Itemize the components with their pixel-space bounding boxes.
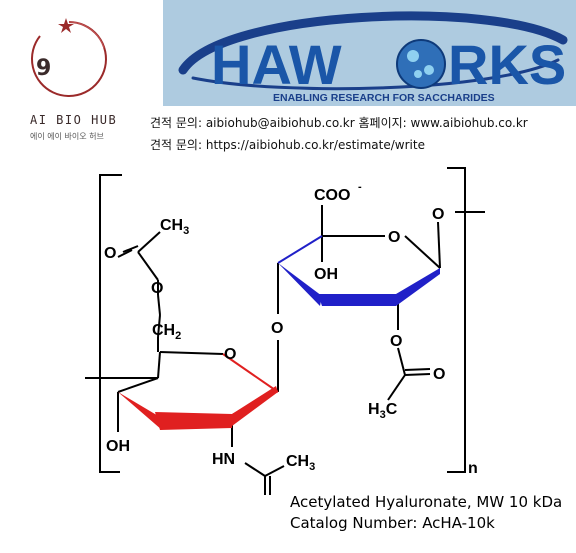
carbonyl-oxygen-left: O <box>104 245 116 262</box>
amide-nh: HN <box>212 451 235 468</box>
acetyl-oxygen-right: O <box>390 333 402 350</box>
methyl-bottom: CH3 <box>286 453 315 473</box>
repeat-subscript-n: n <box>468 460 478 477</box>
hydroxyl-left: OH <box>106 438 130 455</box>
contact-line-email-homepage: 견적 문의: aibiohub@aibiohub.co.kr 홈페이지: www… <box>150 116 528 130</box>
coo-label: COO <box>314 187 350 204</box>
logo-number: 9 <box>36 56 52 81</box>
methylene: CH2 <box>152 322 181 342</box>
haworks-banner: HAW RKS ENABLING RESEARCH FOR SACCHARIDE… <box>163 0 576 106</box>
ester-oxygen-left: O <box>151 280 163 297</box>
left-ring-red <box>118 353 279 430</box>
glycosidic-oxygen: O <box>271 320 283 337</box>
globe-molecule-icon <box>396 39 446 89</box>
banner-tagline: ENABLING RESEARCH FOR SACCHARIDES <box>273 92 495 104</box>
contact-line-estimate-url: 견적 문의: https://aibiohub.co.kr/estimate/w… <box>150 138 425 152</box>
catalog-number: Catalog Number: AcHA-10k <box>290 514 495 532</box>
star-circle-logo-icon <box>30 18 107 97</box>
ring-oxygen-left: O <box>224 346 236 363</box>
coo-charge: - <box>358 181 362 193</box>
ring-oxygen-right: O <box>388 229 400 246</box>
product-name: Acetylated Hyaluronate, MW 10 kDa <box>290 493 563 511</box>
logo-name: AI BIO HUB <box>30 113 118 127</box>
banner-brand-post: RKS <box>448 33 566 96</box>
logo-subtitle: 에이 에이 바이오 허브 <box>30 132 104 141</box>
methyl-right: H3C <box>368 401 398 421</box>
banner-brand-pre: HAW <box>211 33 342 96</box>
hydroxyl-right: OH <box>314 266 338 283</box>
link-oxygen-right: O <box>432 206 444 223</box>
carbonyl-oxygen-right: O <box>433 366 445 383</box>
right-bracket <box>447 167 466 473</box>
acetylated-hyaluronate-structure: COO - O O OH O O H3C O CH3 O CH2 O O OH … <box>85 167 485 495</box>
methyl-top: CH3 <box>160 217 189 237</box>
left-bracket <box>99 174 122 473</box>
right-ring-blue <box>277 235 440 306</box>
